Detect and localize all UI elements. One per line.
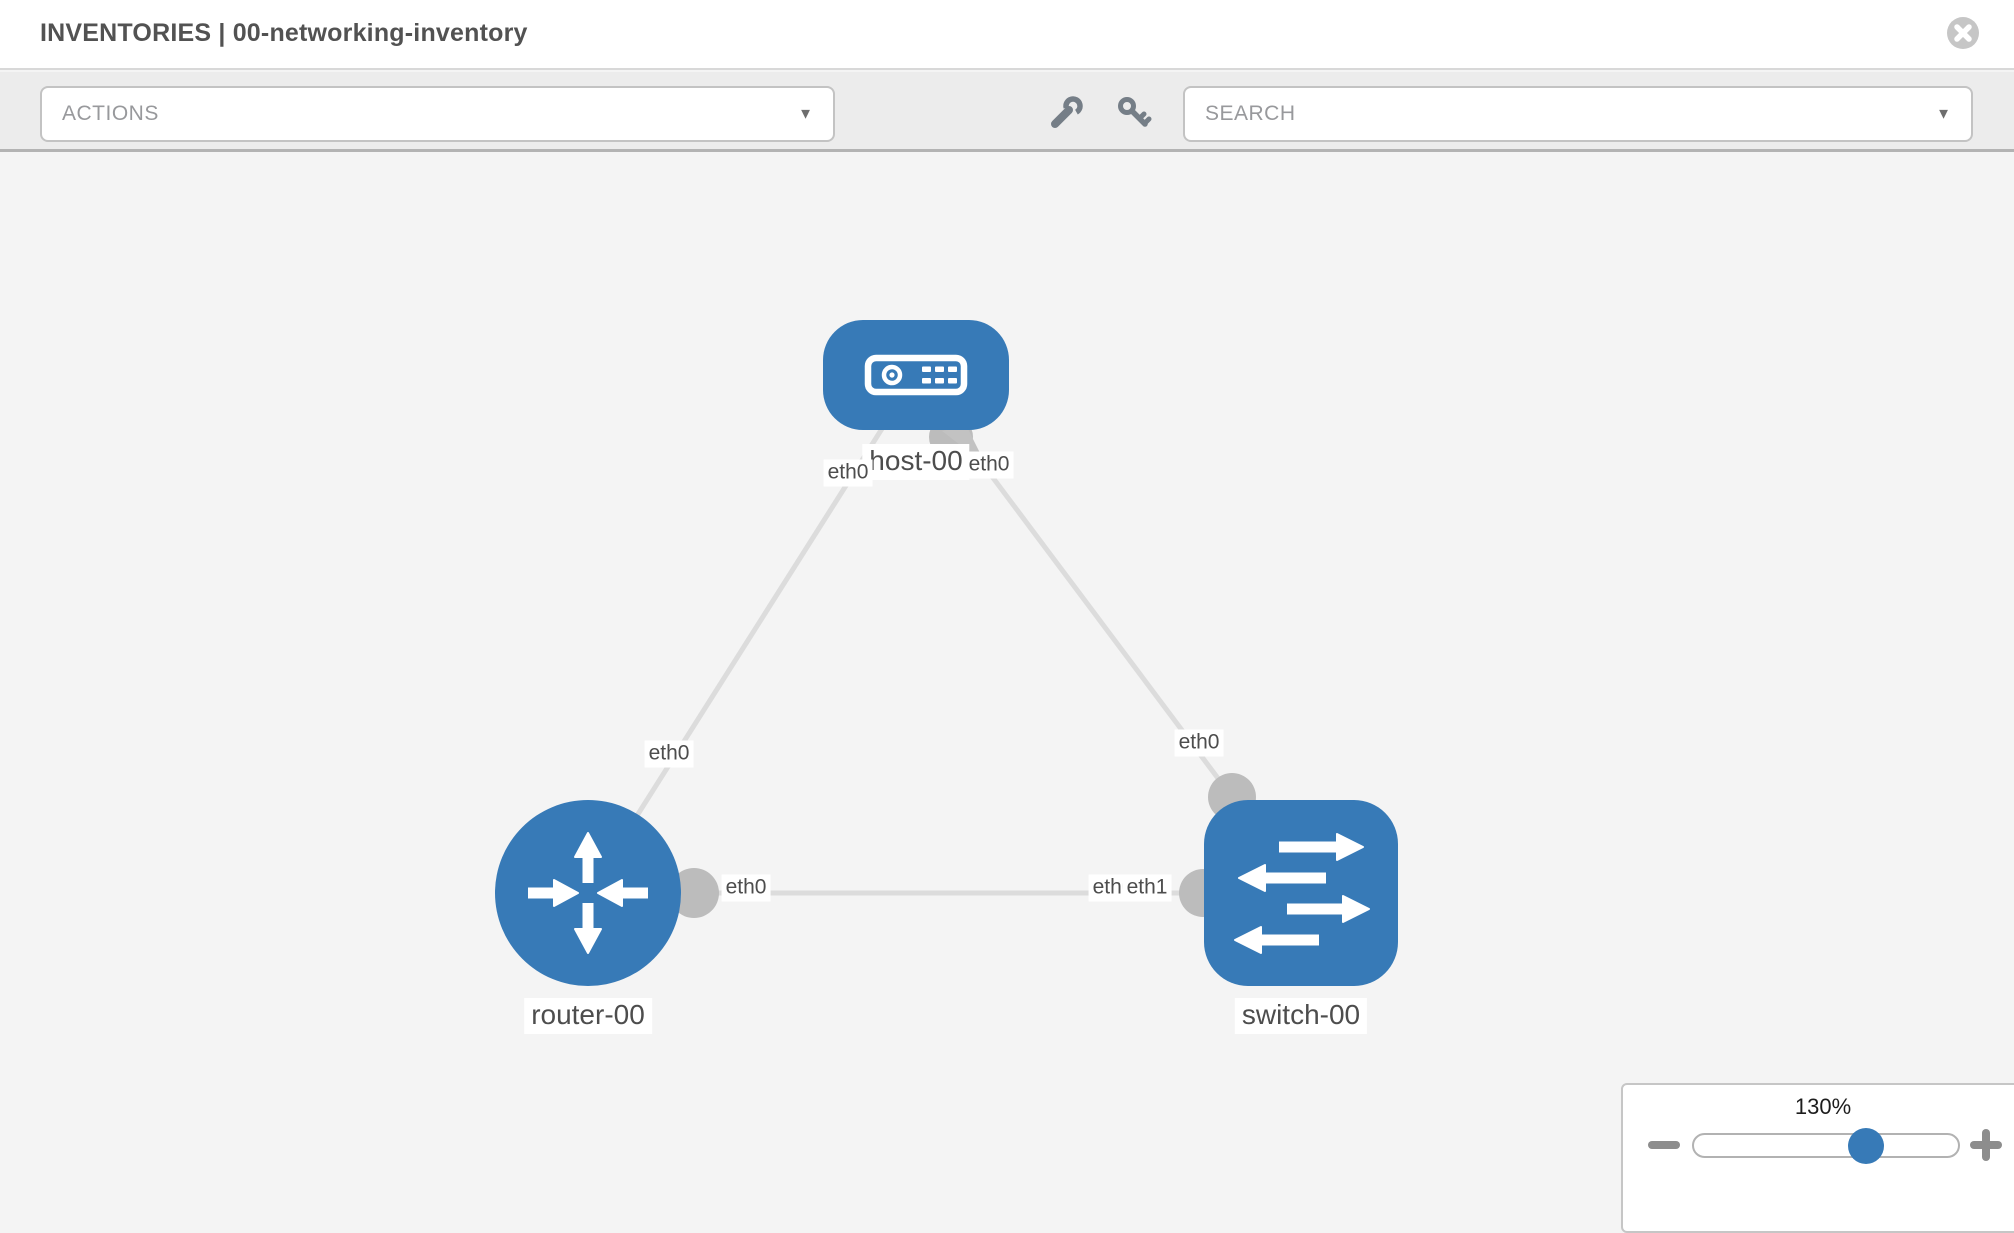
actions-dropdown-label: ACTIONS	[62, 102, 159, 125]
close-icon	[1947, 17, 1979, 49]
interface-label: eth1	[1122, 874, 1172, 902]
node-switch-00[interactable]	[1204, 800, 1398, 986]
zoom-in-button[interactable]	[1966, 1125, 2006, 1165]
topology-diagram	[495, 320, 1398, 986]
topology-canvas[interactable]: host-00 router-00 switch-00 eth0 eth0 eth0 eth…	[0, 155, 2014, 1200]
node-label-host-00: host-00	[862, 444, 970, 480]
node-router-00[interactable]	[495, 800, 681, 986]
node-label-router-00: router-00	[524, 998, 652, 1034]
interface-label: eth0	[1174, 729, 1224, 757]
wrench-icon[interactable]	[1048, 95, 1084, 131]
zoom-slider[interactable]	[1692, 1127, 1960, 1164]
chevron-down-icon: ▼	[798, 105, 813, 123]
zoom-panel: 130%	[1621, 1083, 2014, 1233]
toolbar: ACTIONS ▼ SEARCH ▼	[0, 72, 2014, 152]
key-icon[interactable]	[1116, 95, 1152, 131]
search-dropdown[interactable]: SEARCH ▼	[1183, 86, 1973, 142]
interface-label: eth0	[964, 451, 1014, 479]
interface-label: eth0	[644, 740, 694, 768]
search-dropdown-label: SEARCH	[1205, 102, 1296, 125]
page-title: INVENTORIES | 00-networking-inventory	[40, 19, 528, 47]
chevron-down-icon: ▼	[1936, 105, 1951, 123]
actions-dropdown[interactable]: ACTIONS ▼	[40, 86, 835, 142]
zoom-level: 130%	[1794, 1094, 1852, 1119]
zoom-slider-thumb[interactable]	[1847, 1127, 1884, 1164]
close-button[interactable]	[1944, 14, 1982, 52]
node-label-switch-00: switch-00	[1234, 998, 1368, 1034]
interface-label: eth0	[721, 874, 771, 902]
link-endpoint	[669, 868, 719, 918]
zoom-out-button[interactable]	[1644, 1125, 1684, 1165]
node-host-00[interactable]	[823, 320, 1009, 430]
header: INVENTORIES | 00-networking-inventory	[0, 0, 2014, 70]
interface-label: eth0	[823, 459, 873, 487]
